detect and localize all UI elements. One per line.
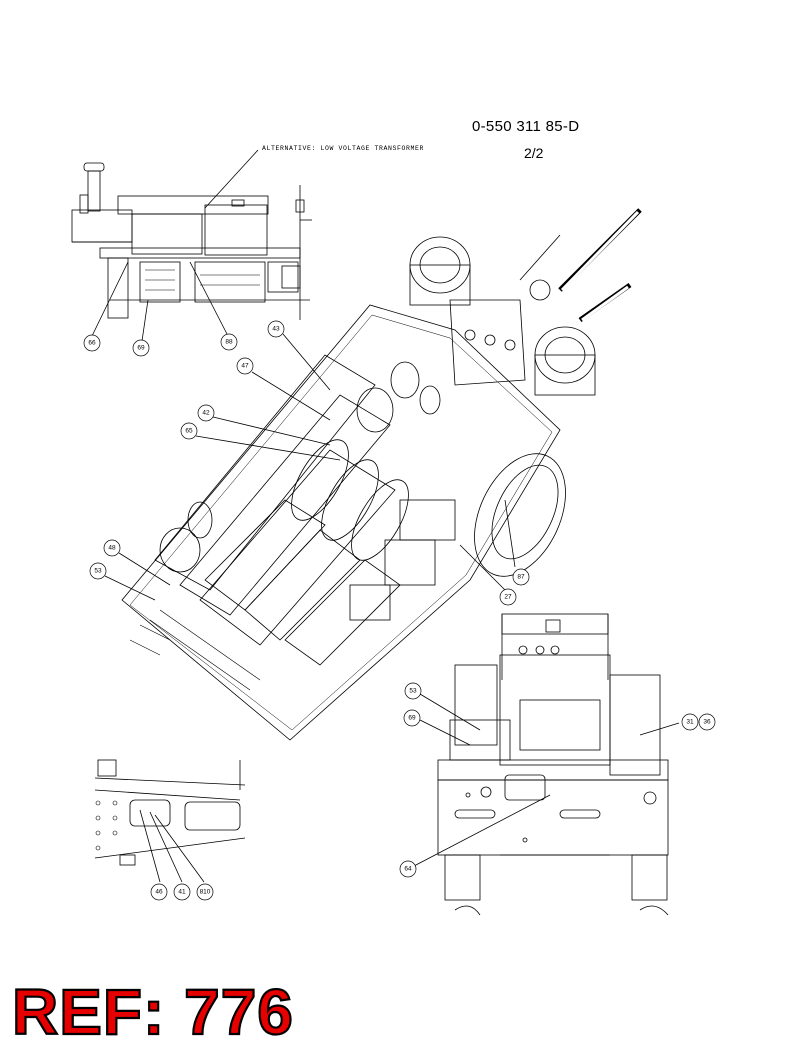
svg-text:53: 53 <box>94 568 102 575</box>
callout-810: 810 <box>196 883 214 901</box>
svg-text:87: 87 <box>517 574 525 581</box>
svg-text:88: 88 <box>225 339 233 346</box>
callout-31: 31 <box>681 713 699 731</box>
svg-text:53: 53 <box>409 688 417 695</box>
detail-bottom-left <box>94 759 246 883</box>
sheet-number: 2/2 <box>524 145 544 161</box>
main-assembly <box>104 208 642 741</box>
inset-top-left <box>71 149 312 342</box>
callout-87: 87 <box>512 568 530 586</box>
callout-69: 69 <box>132 339 150 357</box>
svg-text:65: 65 <box>185 428 193 435</box>
callout-53: 53 <box>89 562 107 580</box>
callout-43: 43 <box>267 320 285 338</box>
reference-label: REF: 776 <box>11 976 294 1048</box>
svg-text:36: 36 <box>703 719 711 726</box>
svg-text:69: 69 <box>408 715 416 722</box>
svg-text:64: 64 <box>404 866 412 873</box>
svg-text:48: 48 <box>108 545 116 552</box>
svg-text:27: 27 <box>504 594 512 601</box>
front-view <box>413 613 680 916</box>
svg-text:66: 66 <box>88 340 96 347</box>
document-number: 0-550 311 85-D <box>472 118 580 135</box>
callout-64: 64 <box>399 860 417 878</box>
callout-66: 66 <box>83 334 101 352</box>
callout-88: 88 <box>220 333 238 351</box>
callout-69-front: 69 <box>403 709 421 727</box>
callout-53-front: 53 <box>404 682 422 700</box>
callout-48: 48 <box>103 539 121 557</box>
alternative-note: ALTERNATIVE: LOW VOLTAGE TRANSFORMER <box>262 145 425 152</box>
svg-text:47: 47 <box>241 363 249 370</box>
svg-text:43: 43 <box>272 326 280 333</box>
callout-36: 36 <box>698 713 716 731</box>
callout-65: 65 <box>180 422 198 440</box>
svg-text:69: 69 <box>137 345 145 352</box>
svg-text:41: 41 <box>178 889 186 896</box>
callout-46: 46 <box>150 883 168 901</box>
svg-text:810: 810 <box>200 889 211 896</box>
callout-47: 47 <box>236 357 254 375</box>
svg-text:42: 42 <box>202 410 210 417</box>
svg-text:46: 46 <box>155 889 163 896</box>
callout-42: 42 <box>197 404 215 422</box>
callout-41: 41 <box>173 883 191 901</box>
svg-text:31: 31 <box>686 719 694 726</box>
callout-27: 27 <box>499 588 517 606</box>
